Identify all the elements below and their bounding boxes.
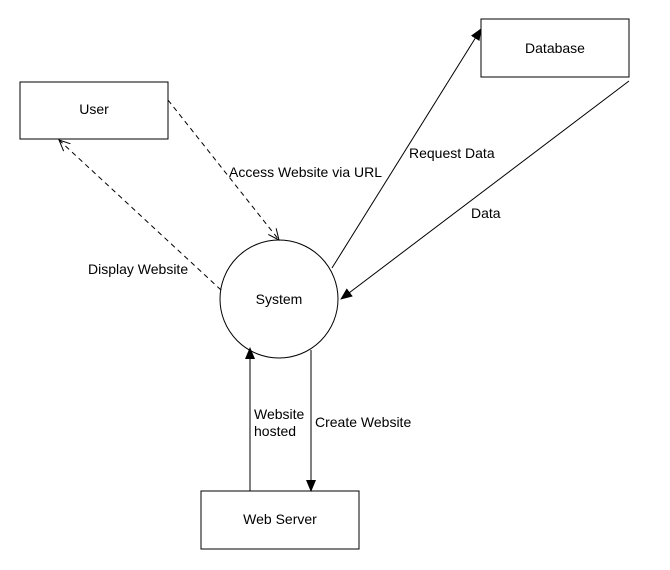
edge-request-data: Request Data [331, 28, 495, 269]
create-website-label: Create Website [315, 414, 411, 430]
edge-website-hosted: Website hosted [245, 347, 308, 491]
data-label: Data [471, 205, 501, 221]
node-database: Database [480, 18, 630, 78]
user-box [19, 81, 169, 140]
website-hosted-label: Website hosted [254, 406, 308, 439]
access-website-label: Access Website via URL [229, 164, 382, 180]
edge-data: Data [340, 80, 630, 300]
edge-display-website: Display Website [59, 140, 222, 291]
access-website-arrow [167, 99, 279, 240]
database-box [480, 18, 630, 78]
node-system: System [219, 239, 339, 359]
system-label: System [256, 291, 303, 307]
edge-access-website: Access Website via URL [167, 99, 382, 240]
web-server-label: Web Server [243, 511, 317, 527]
display-website-arrow [59, 140, 222, 291]
data-arrow [340, 80, 630, 300]
request-data-arrow [331, 28, 482, 269]
request-data-label: Request Data [409, 145, 495, 161]
node-web-server: Web Server [200, 490, 360, 550]
edge-create-website: Create Website [306, 350, 411, 492]
node-user: User [19, 81, 169, 140]
database-label: Database [525, 40, 585, 56]
website-hosted-label-line2: hosted [254, 423, 296, 439]
website-hosted-label-line1: Website [254, 406, 305, 422]
user-label: User [79, 101, 109, 117]
display-website-label: Display Website [88, 261, 188, 277]
web-server-box [200, 490, 360, 550]
